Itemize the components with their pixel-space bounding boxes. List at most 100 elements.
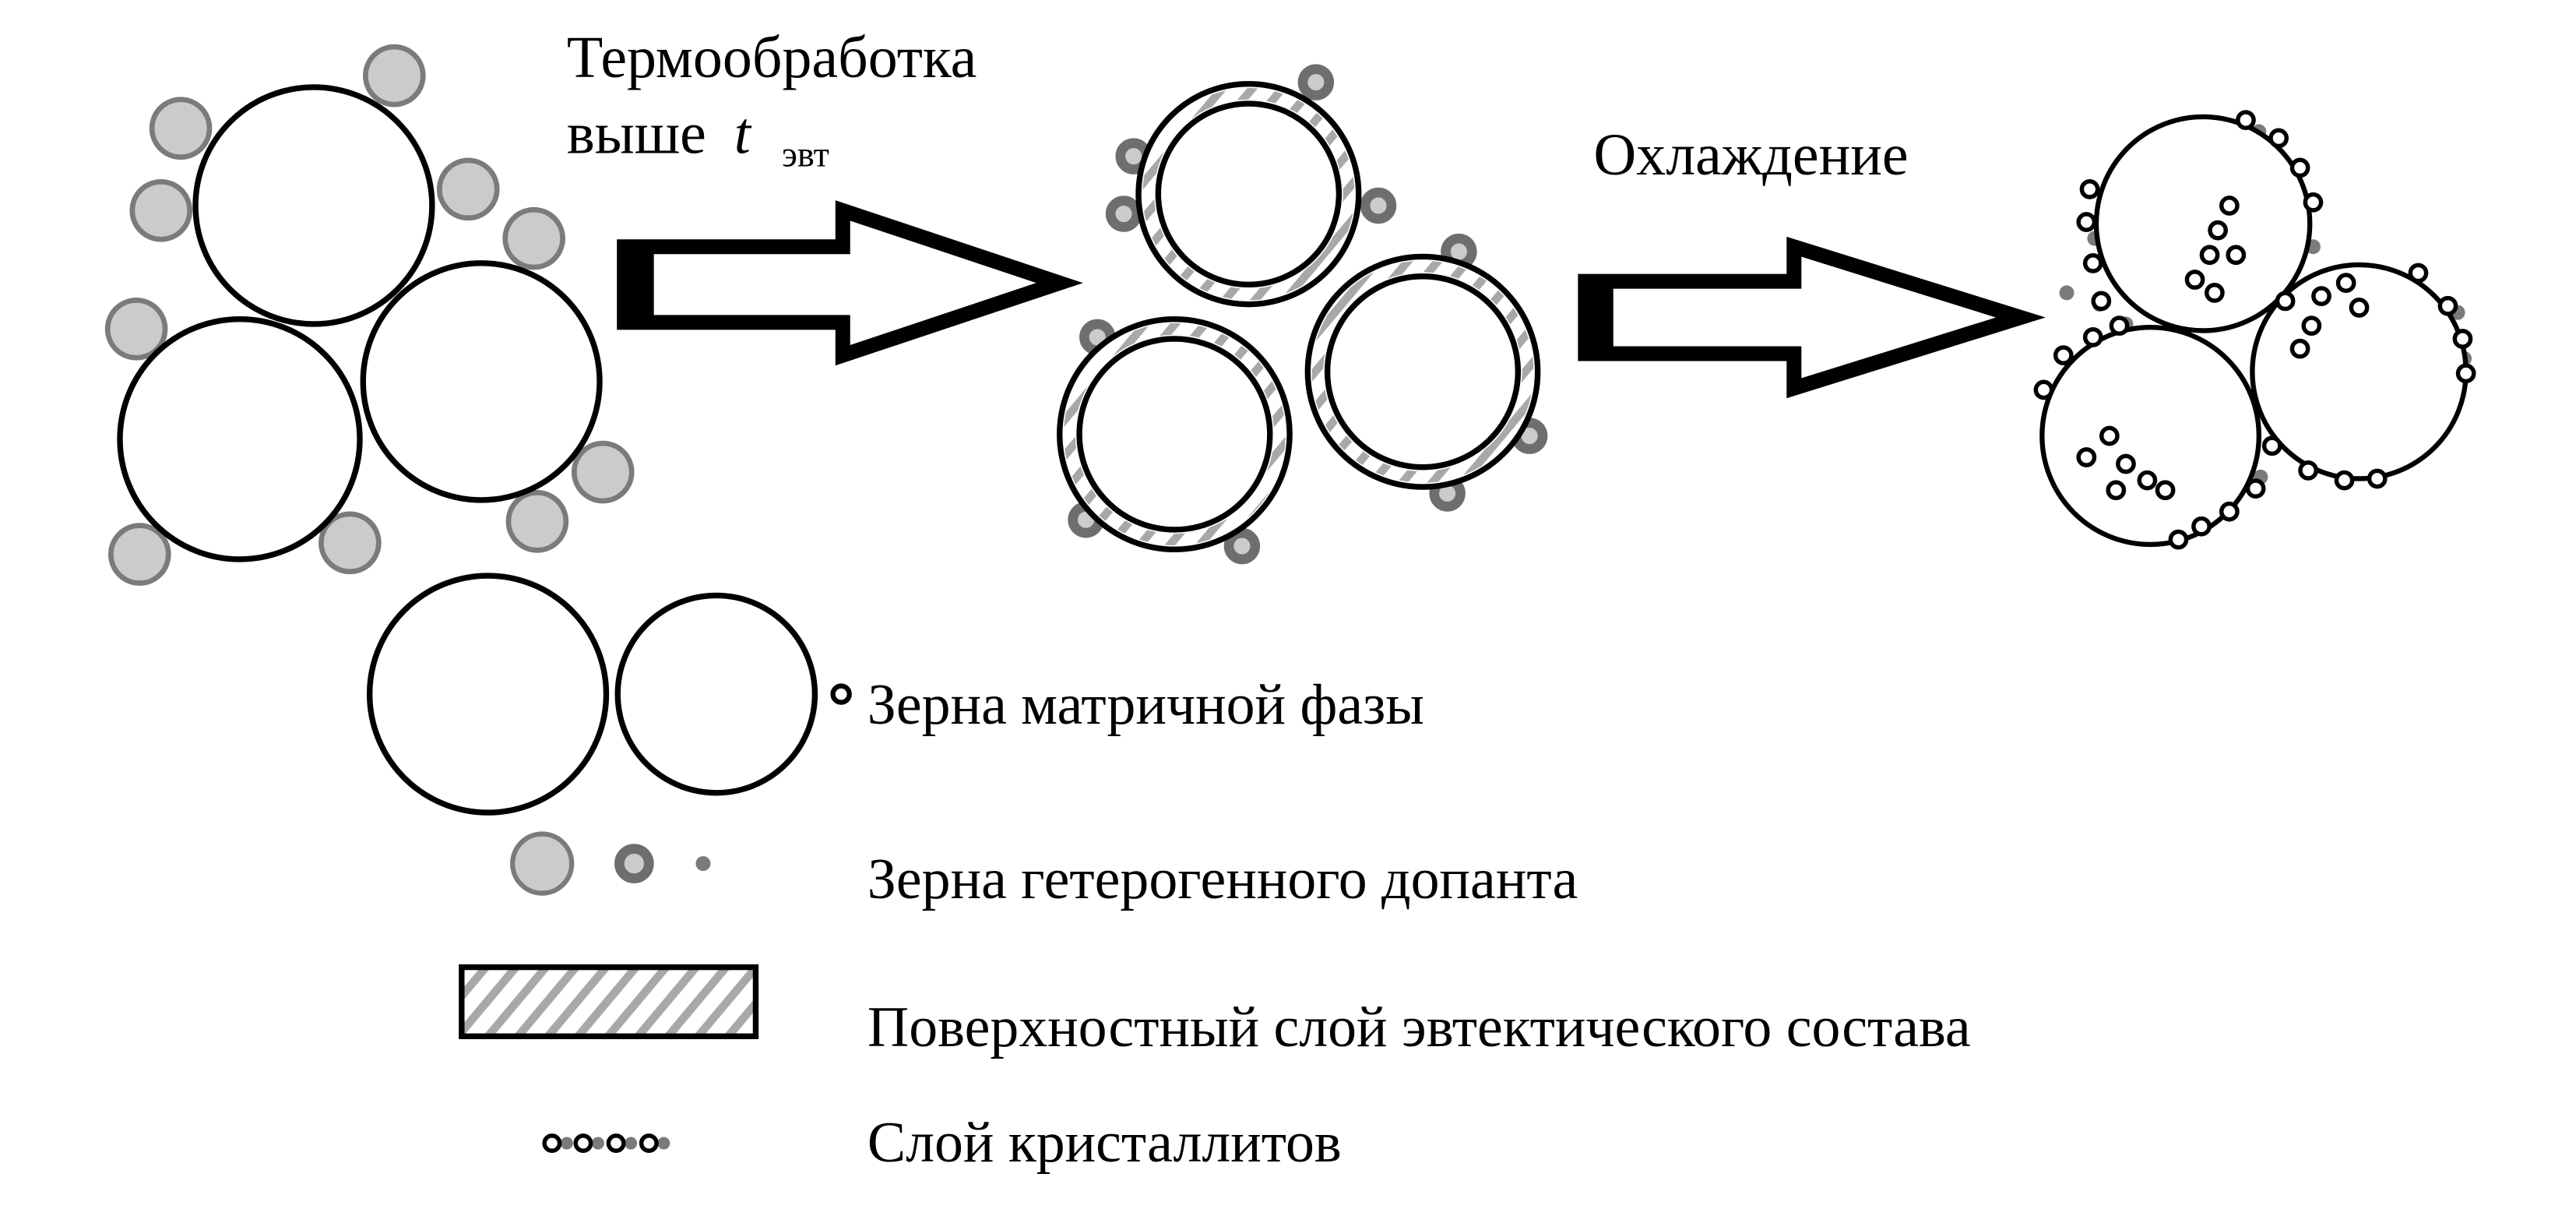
dopant-grain-small-icon xyxy=(695,856,711,872)
crystallite-icon xyxy=(2204,282,2225,303)
step-1-label-word: выше xyxy=(567,100,706,166)
crystallite-icon xyxy=(2053,345,2074,365)
matrix-grain-icon xyxy=(360,260,603,503)
crystallite-icon xyxy=(2033,379,2054,400)
crystallite-icon xyxy=(2137,470,2158,491)
stage-initial xyxy=(104,44,635,586)
crystallite-icon xyxy=(2109,315,2130,336)
crystallite-icon xyxy=(2349,297,2370,318)
dopant-grain-partial-icon xyxy=(614,844,654,883)
legend-text-crystallite: Слой кристаллитов xyxy=(867,1110,1342,1174)
crystallite-icon xyxy=(2208,220,2228,241)
dopant-grain-partial-icon xyxy=(1360,187,1397,224)
crystallite-icon xyxy=(2116,453,2136,474)
crystallite-icon xyxy=(2275,291,2296,312)
crystallite-icon xyxy=(2437,295,2458,316)
crystallite-icon xyxy=(2303,192,2324,213)
crystallite-icon xyxy=(2268,128,2289,149)
stage-after-heat-treatment xyxy=(1057,64,1548,565)
dopant-grain-icon xyxy=(104,297,168,361)
crystallite-icon xyxy=(2184,270,2205,290)
dopant-grain-partial-icon xyxy=(1297,64,1335,100)
crystallite-icon xyxy=(2261,435,2282,456)
crystallite-icon xyxy=(2155,480,2176,501)
crystallite-icon xyxy=(2334,470,2355,491)
crystallite-icon xyxy=(2199,245,2220,266)
crystallite-icon xyxy=(2298,460,2318,481)
step-1-label-var: t xyxy=(734,100,752,166)
legend: Зерна матричной фазы Зерна гетерогенного… xyxy=(366,573,1971,1174)
crystallite-icon xyxy=(2168,529,2189,550)
crystallite-icon xyxy=(2452,329,2473,349)
stage-after-cooling xyxy=(2033,110,2476,550)
crystallite-icon xyxy=(2076,212,2097,232)
crystallite-icon xyxy=(606,1133,626,1153)
dopant-grain-icon xyxy=(108,523,171,586)
legend-item-dopant: Зерна гетерогенного допанта xyxy=(510,831,1578,911)
dopant-grain-partial-icon xyxy=(1105,196,1142,232)
heat-treatment-arrow xyxy=(617,200,1083,366)
arrow-1-tail xyxy=(621,240,654,330)
legend-text-matrix: Зерна матричной фазы xyxy=(867,672,1424,736)
crystallite-icon xyxy=(542,1133,562,1153)
crystallite-icon xyxy=(2219,501,2240,522)
legend-item-eutectic: Поверхностный слой эвтектического состав… xyxy=(459,964,1971,1059)
crystallite-icon xyxy=(2408,263,2429,284)
dopant-grain-small-icon xyxy=(625,1137,638,1150)
dopant-grain-icon xyxy=(510,831,575,896)
eutectic-layer-icon xyxy=(459,964,759,1039)
crystallite-icon xyxy=(2082,326,2103,347)
dopant-grain-icon xyxy=(505,490,569,553)
matrix-grain-icon xyxy=(2039,325,2261,548)
crystallite-icon xyxy=(2106,480,2127,501)
crystallite-icon xyxy=(2079,178,2100,199)
crystallite-icon xyxy=(573,1133,593,1153)
legend-item-crystallite: Слой кристаллитов xyxy=(542,1110,1342,1174)
crystallite-layer-icon xyxy=(542,1133,670,1153)
dopant-grain-icon xyxy=(436,157,500,221)
dopant-grain-small-icon xyxy=(2059,285,2075,301)
legend-text-dopant: Зерна гетерогенного допанта xyxy=(867,847,1578,911)
crystallite-icon xyxy=(2236,110,2256,131)
dopant-grain-small-icon xyxy=(657,1137,670,1150)
crystallite-icon xyxy=(2226,245,2247,266)
crystallite-icon xyxy=(2082,252,2103,273)
dopant-grain-icon xyxy=(149,97,213,160)
dopant-grain-icon xyxy=(129,178,193,242)
crystallite-icon xyxy=(2191,516,2212,537)
dopant-grain-icon xyxy=(318,511,382,575)
crystallite-icon xyxy=(2099,425,2120,446)
legend-text-eutectic: Поверхностный слой эвтектического состав… xyxy=(867,995,1971,1059)
crystallite-icon xyxy=(2091,291,2112,312)
eutectic-layer-ring xyxy=(1311,260,1534,483)
crystallite-icon xyxy=(2076,447,2097,467)
crystallite-icon xyxy=(2367,468,2388,489)
crystallite-icon xyxy=(2455,363,2476,384)
crystallite-icon xyxy=(2219,196,2240,216)
matrix-grain-icon xyxy=(366,573,610,816)
matrix-grain-icon xyxy=(1155,100,1343,287)
dopant-grain-small-icon xyxy=(591,1137,604,1150)
dopant-grain-icon xyxy=(502,206,565,270)
step-1-label-sub: эвт xyxy=(782,135,829,174)
dopant-grain-small-icon xyxy=(560,1137,573,1150)
cooling-arrow xyxy=(1578,236,2046,399)
step-2-label: Охлаждение xyxy=(1593,122,1908,188)
step-1-label-line2: выше t эвт xyxy=(567,100,829,174)
crystallite-icon xyxy=(2301,315,2322,336)
crystallite-icon xyxy=(2289,338,2310,359)
crystallite-icon xyxy=(2245,478,2266,499)
crystallite-icon xyxy=(639,1133,659,1153)
eutectic-layer-ring xyxy=(1142,87,1355,301)
crystallite-icon xyxy=(2335,273,2356,294)
arrow-2-tail xyxy=(1580,274,1614,361)
legend-item-matrix: Зерна матричной фазы xyxy=(366,573,1424,816)
eutectic-layer-ring xyxy=(1064,323,1286,545)
arrow-1-icon xyxy=(617,200,1083,366)
dopant-grain-icon xyxy=(363,44,426,108)
matrix-grain-icon xyxy=(117,315,363,562)
matrix-grain-icon xyxy=(1076,336,1273,533)
step-1-label-line1: Термообработка xyxy=(567,25,977,90)
dopant-grain-partial-icon xyxy=(1223,527,1261,565)
